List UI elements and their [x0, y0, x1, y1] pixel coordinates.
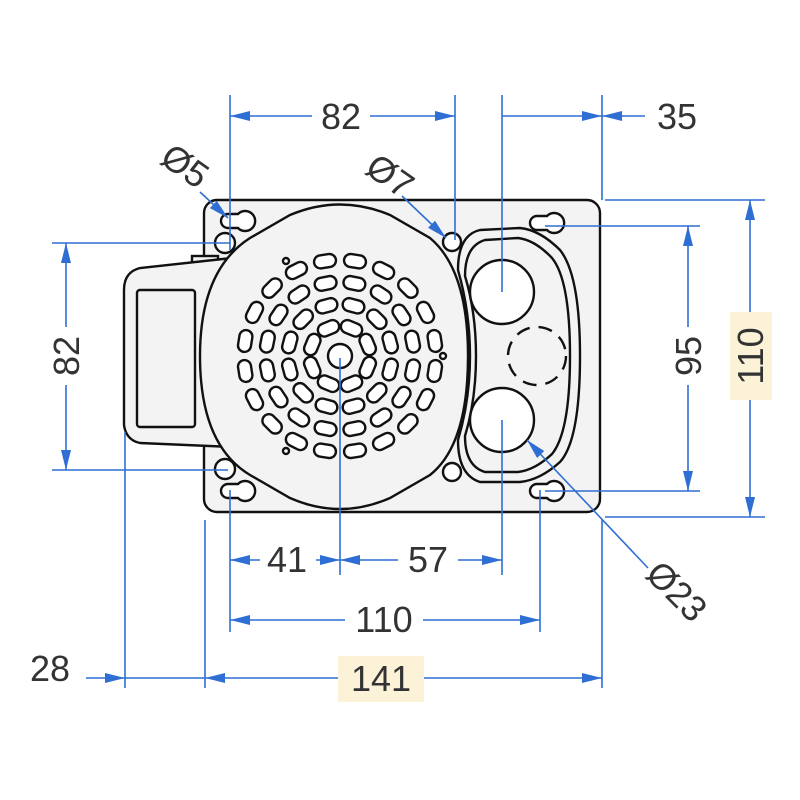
grille-slot	[292, 308, 315, 331]
grille-slot	[313, 274, 338, 292]
grille-slot	[381, 330, 400, 355]
grille-slot	[312, 442, 338, 460]
grille-slot	[371, 431, 396, 452]
grille-slot	[258, 329, 276, 354]
grille-slot	[397, 277, 419, 299]
grille-slot	[342, 420, 367, 438]
dim-total-height: 110	[730, 327, 771, 384]
leader-d7	[401, 195, 447, 239]
grille-slot	[244, 387, 265, 412]
leader-d5	[199, 191, 229, 219]
hole-right-top	[441, 231, 463, 253]
screw-dot	[438, 351, 448, 361]
grille-slot	[244, 300, 265, 325]
grille-slot	[312, 252, 338, 270]
grille-slot	[302, 355, 322, 380]
grille-slot	[426, 358, 444, 384]
grille-slot	[236, 328, 254, 354]
dim-hole-large: Ø23	[638, 553, 715, 630]
grille-slot	[258, 358, 276, 383]
leader-d23	[526, 439, 649, 569]
dim-center-left: 41	[267, 539, 307, 580]
grille-slot	[369, 284, 393, 305]
dim-hole-small: Ø5	[154, 135, 217, 196]
dimensions: 82 35 Ø5 Ø7 82 95 110 41 57 110	[30, 95, 772, 702]
dim-tab-width: 28	[30, 648, 70, 689]
grille-slot	[339, 318, 364, 338]
grille-slot	[371, 260, 396, 281]
dim-right-offset: 35	[657, 96, 697, 137]
grille-slot	[369, 407, 393, 428]
keyhole-bottom-left	[219, 479, 257, 503]
hole-right-bottom	[441, 461, 463, 483]
grille-slot	[415, 300, 436, 325]
grille-slot	[358, 332, 378, 357]
extension-lines	[52, 95, 765, 688]
grille-slot	[415, 387, 436, 412]
dim-total-width: 141	[351, 658, 411, 699]
dim-top-width: 82	[321, 96, 361, 137]
grille-slot	[404, 358, 422, 383]
grille-slot	[314, 397, 339, 416]
grille-slot	[381, 357, 400, 382]
keyhole-top-left	[219, 209, 257, 233]
grille-slot	[314, 296, 339, 315]
grille-slot	[426, 328, 444, 354]
grille-slot	[341, 296, 366, 315]
grille-slot	[342, 252, 368, 270]
screw-dot	[281, 256, 291, 266]
dim-center-right: 57	[408, 539, 448, 580]
keyhole-top-right	[528, 211, 566, 235]
grille-slot	[342, 442, 368, 460]
grille-slot	[313, 420, 338, 438]
hole-left-bottom	[213, 457, 237, 481]
tab-window	[135, 288, 197, 429]
grille-slot	[280, 357, 299, 382]
device-outline	[122, 198, 602, 514]
grille-slot	[268, 303, 289, 327]
grille-slot	[341, 397, 366, 416]
fan-grille	[236, 252, 444, 460]
grille-slot	[316, 318, 341, 338]
grille-slot	[342, 274, 367, 292]
grille-slot	[287, 407, 311, 428]
grille-slot	[391, 303, 412, 327]
grille-slot	[358, 355, 378, 380]
grille-slot	[397, 413, 419, 435]
dim-left-height: 82	[46, 336, 87, 376]
grille-slot	[261, 277, 283, 299]
screw-dot	[281, 446, 291, 456]
knockout-dashed	[506, 325, 568, 387]
dim-hole-medium: Ø7	[359, 145, 422, 206]
dim-mount-width: 110	[355, 599, 412, 640]
dim-inner-height: 95	[668, 336, 709, 376]
grille-slot	[302, 332, 322, 357]
grille-slot	[280, 330, 299, 355]
grille-slot	[268, 385, 289, 409]
grille-slot	[404, 329, 422, 354]
grille-slot	[236, 358, 254, 384]
grille-slot	[391, 385, 412, 409]
grille-slot	[284, 431, 309, 452]
grille-slot	[339, 374, 364, 394]
grille-slot	[284, 260, 309, 281]
grille-slot	[316, 374, 341, 394]
grille-slot	[287, 284, 311, 305]
